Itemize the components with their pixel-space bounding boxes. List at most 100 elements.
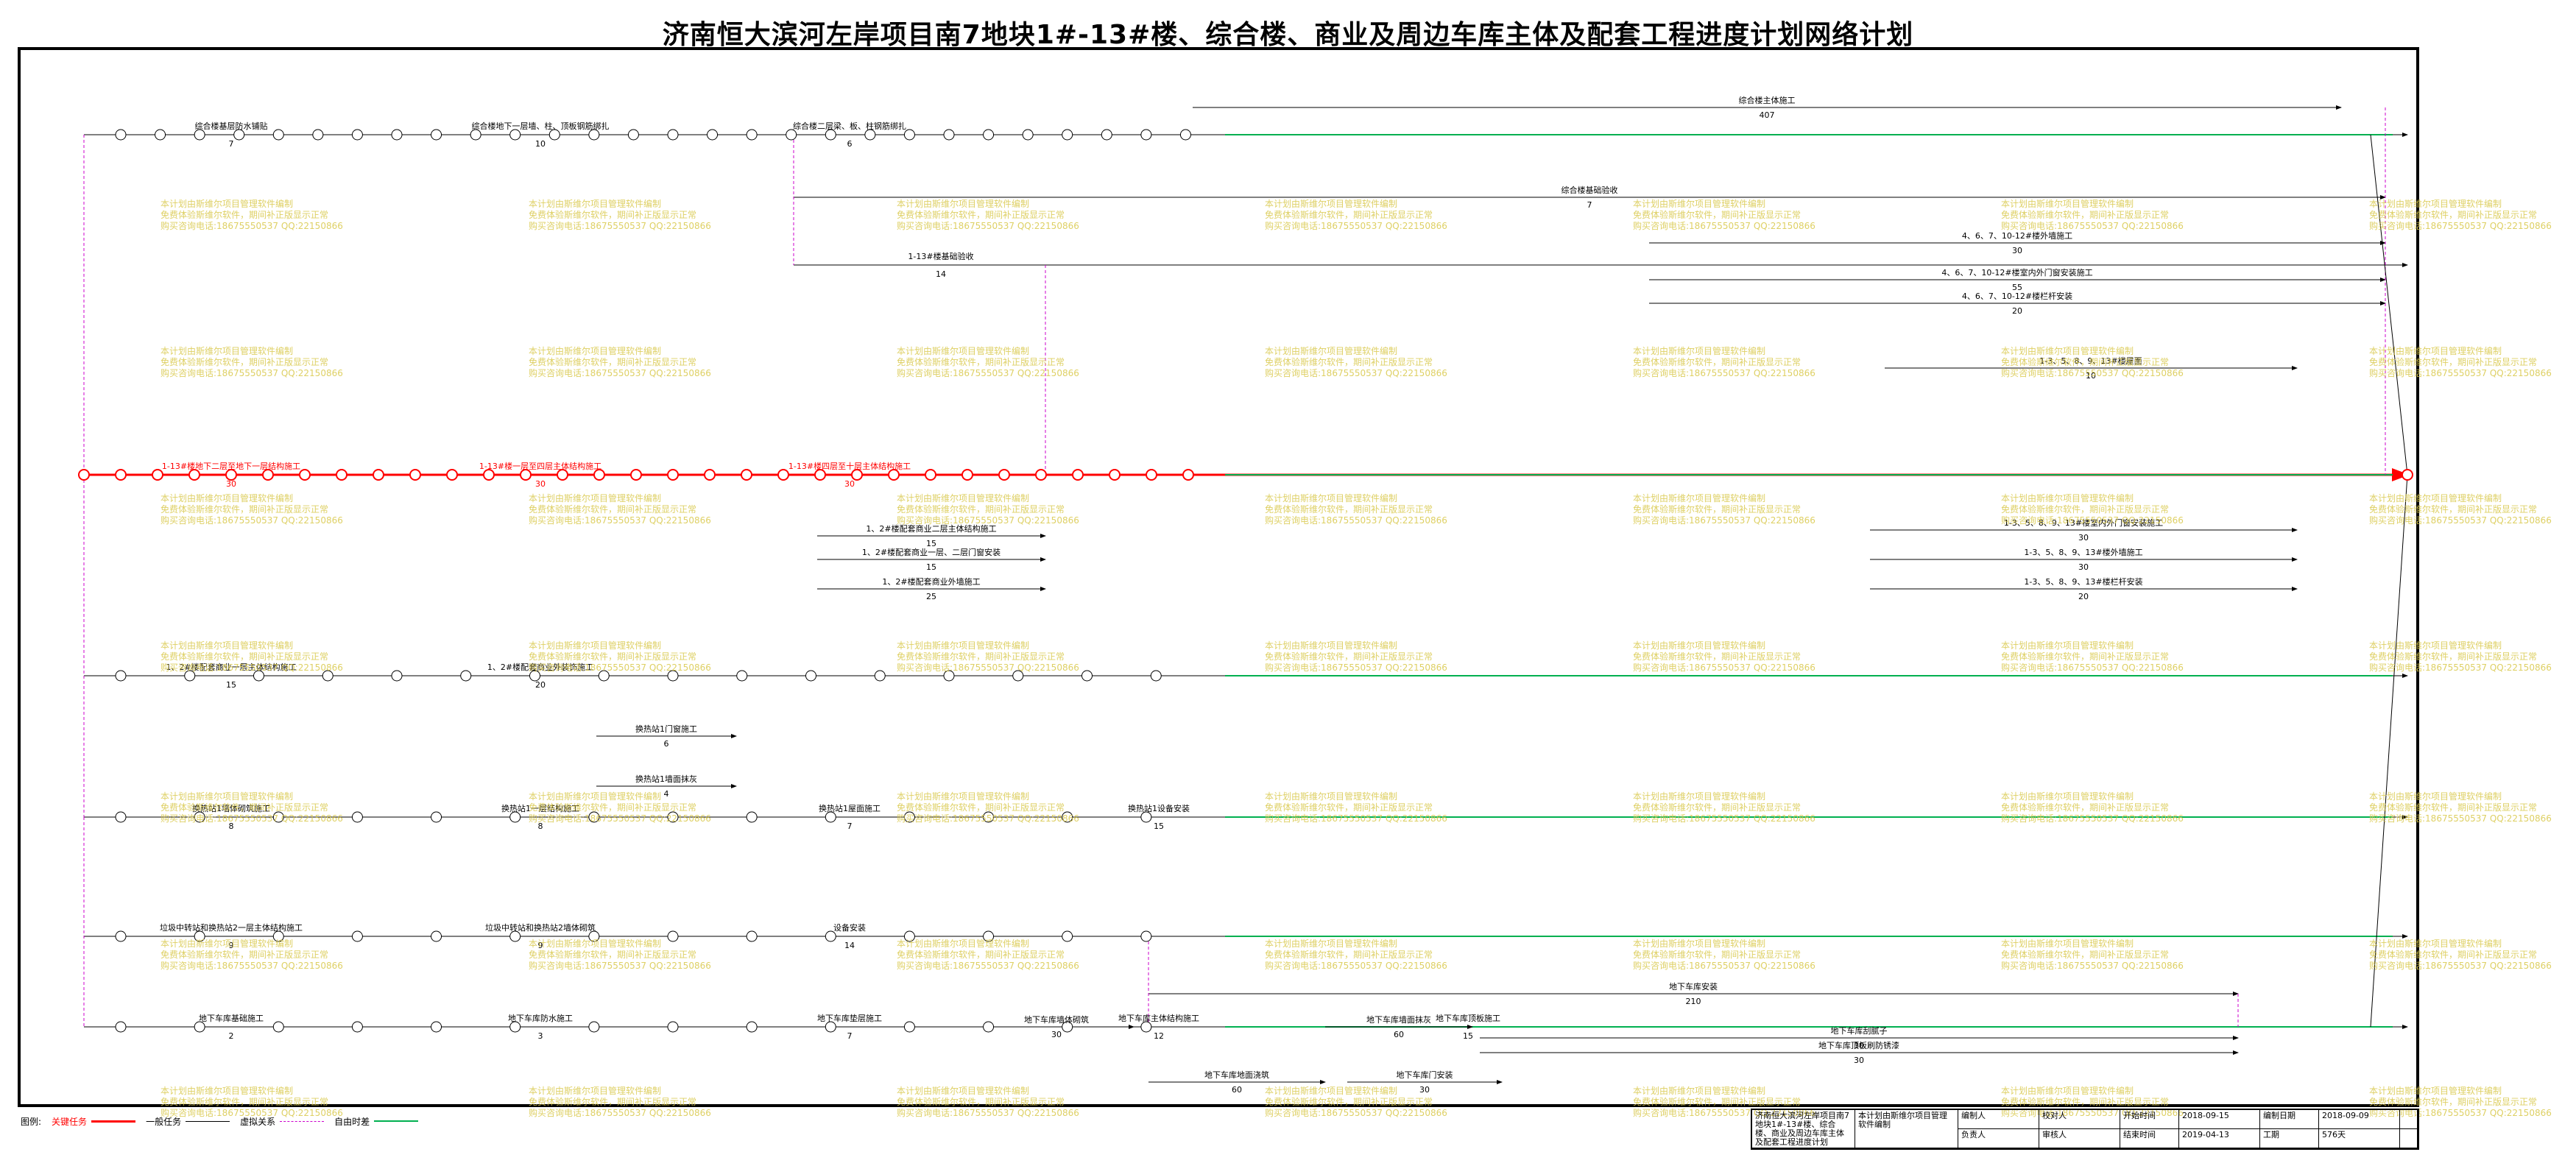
event-node	[667, 811, 679, 823]
event-node	[864, 129, 876, 141]
tb-end-value: 2019-04-13	[2179, 1129, 2260, 1148]
watermark-line: 购买咨询电话:18675550537 QQ:22150866	[1633, 1108, 1815, 1118]
event-node	[961, 469, 973, 481]
activity-duration: 9	[229, 941, 234, 950]
activity-duration: 15	[926, 539, 936, 548]
watermark-line: 购买咨询电话:18675550537 QQ:22150866	[160, 961, 343, 971]
watermark-text: 本计划由斯维尔项目管理软件编制免费体验斯维尔软件，期间补正版显示正常购买咨询电话…	[2369, 493, 2552, 526]
event-node	[272, 129, 284, 141]
virtual-line-icon	[280, 1120, 325, 1122]
event-node	[983, 930, 995, 942]
tb-manager-label: 负责人	[1958, 1129, 2039, 1148]
activity-duration: 15	[1463, 1031, 1473, 1041]
watermark-line: 本计划由斯维尔项目管理软件编制	[1265, 1086, 1398, 1096]
event-node	[943, 129, 955, 141]
event-node	[1062, 930, 1073, 942]
watermark-line: 本计划由斯维尔项目管理软件编制	[1633, 791, 1766, 802]
event-node	[814, 469, 826, 481]
tb-end-label: 结束时间	[2120, 1129, 2179, 1148]
watermark-text: 本计划由斯维尔项目管理软件编制免费体验斯维尔软件，期间补正版显示正常购买咨询电话…	[2001, 199, 2184, 232]
activity-name: 4、6、7、10-12#楼栏杆安装	[1962, 291, 2072, 301]
activity-name: 1-3、5、8、9、13#楼室内外门窗安装施工	[2004, 517, 2163, 528]
event-node	[903, 1021, 915, 1033]
watermark-line: 本计划由斯维尔项目管理软件编制	[529, 1086, 662, 1096]
watermark-line: 免费体验斯维尔软件，期间补正版显示正常	[160, 210, 329, 220]
event-node	[115, 670, 127, 682]
event-node	[851, 469, 863, 481]
activity-duration: 14	[844, 941, 855, 950]
activity-name: 地下车库地面浇筑	[1204, 1070, 1269, 1080]
event-node	[272, 1021, 284, 1033]
watermark-line: 免费体验斯维尔软件，期间补正版显示正常	[529, 504, 697, 515]
watermark-line: 免费体验斯维尔软件，期间补正版显示正常	[897, 1097, 1065, 1107]
watermark-line: 购买咨询电话:18675550537 QQ:22150866	[529, 515, 711, 526]
watermark-text: 本计划由斯维尔项目管理软件编制免费体验斯维尔软件，期间补正版显示正常购买咨询电话…	[2369, 791, 2552, 824]
watermark-line: 本计划由斯维尔项目管理软件编制	[529, 493, 662, 503]
event-node	[746, 1021, 758, 1033]
event-node	[825, 129, 836, 141]
event-node	[746, 811, 758, 823]
event-node	[233, 129, 245, 141]
activity-duration: 6	[847, 139, 853, 149]
event-node	[391, 670, 403, 682]
watermark-line: 购买咨询电话:18675550537 QQ:22150866	[1633, 221, 1815, 231]
event-node	[373, 469, 384, 481]
title-block: 济南恒大滨河左岸项目南7地块1#-13#楼、综合楼、商业及周边车库主体及配套工程…	[1751, 1109, 2419, 1150]
event-node	[115, 1021, 127, 1033]
watermark-text: 本计划由斯维尔项目管理软件编制免费体验斯维尔软件，期间补正版显示正常购买咨询电话…	[1265, 640, 1447, 674]
event-node	[746, 129, 758, 141]
activity-name: 综合楼基础验收	[1562, 185, 1618, 195]
event-node	[1140, 129, 1152, 141]
watermark-line: 购买咨询电话:18675550537 QQ:22150866	[897, 961, 1079, 971]
watermark-line: 购买咨询电话:18675550537 QQ:22150866	[897, 221, 1079, 231]
event-node	[470, 129, 481, 141]
normal-line-icon	[186, 1120, 230, 1122]
watermark-line: 免费体验斯维尔软件，期间补正版显示正常	[1265, 504, 1433, 515]
watermark-line: 免费体验斯维尔软件，期间补正版显示正常	[1265, 357, 1433, 367]
event-node	[431, 129, 442, 141]
event-node	[998, 469, 1010, 481]
watermark-line: 购买咨询电话:18675550537 QQ:22150866	[160, 515, 343, 526]
event-node	[1072, 469, 1084, 481]
activity-name: 1-3、5、8、9、13#楼外墙施工	[2024, 547, 2142, 557]
tb-project: 济南恒大滨河左岸项目南7地块1#-13#楼、综合楼、商业及周边车库主体及配套工程…	[1752, 1110, 1855, 1148]
activity-name: 地下车库垫层施工	[817, 1013, 882, 1023]
watermark-text: 本计划由斯维尔项目管理软件编制免费体验斯维尔软件，期间补正版显示正常购买咨询电话…	[160, 493, 343, 526]
tb-approve-label: 审核人	[2039, 1129, 2120, 1148]
watermark-text: 本计划由斯维尔项目管理软件编制免费体验斯维尔软件，期间补正版显示正常购买咨询电话…	[1265, 939, 1447, 972]
watermark-text: 本计划由斯维尔项目管理软件编制免费体验斯维尔软件，期间补正版显示正常购买咨询电话…	[2001, 493, 2184, 526]
watermark-line: 免费体验斯维尔软件，期间补正版显示正常	[2369, 950, 2538, 960]
tb-empty-2	[2400, 1129, 2418, 1148]
watermark-line: 本计划由斯维尔项目管理软件编制	[160, 199, 294, 209]
activity-duration: 20	[2078, 592, 2089, 601]
event-node	[152, 469, 163, 481]
watermark-line: 免费体验斯维尔软件，期间补正版显示正常	[1633, 950, 1802, 960]
event-node	[194, 930, 205, 942]
activity-duration: 30	[226, 479, 236, 489]
activity-name: 地下车库刮腻子	[1831, 1025, 1888, 1036]
activity-arrow	[2370, 134, 2410, 476]
watermark-line: 购买咨询电话:18675550537 QQ:22150866	[529, 813, 711, 824]
tb-check-label: 校对人	[2039, 1110, 2120, 1129]
watermark-line: 免费体验斯维尔软件，期间补正版显示正常	[160, 802, 329, 813]
activity-duration: 30	[1419, 1085, 1430, 1095]
watermark-line: 购买咨询电话:18675550537 QQ:22150866	[2001, 368, 2184, 378]
watermark-line: 本计划由斯维尔项目管理软件编制	[1265, 199, 1398, 209]
legend-float-label: 自由时差	[334, 1116, 370, 1127]
watermark-text: 本计划由斯维尔项目管理软件编制免费体验斯维尔软件，期间补正版显示正常购买咨询电话…	[1633, 640, 1815, 674]
watermark-text: 本计划由斯维尔项目管理软件编制免费体验斯维尔软件，期间补正版显示正常购买咨询电话…	[2001, 939, 2184, 972]
watermark-line: 购买咨询电话:18675550537 QQ:22150866	[160, 1108, 343, 1118]
event-node	[1109, 469, 1121, 481]
watermark-text: 本计划由斯维尔项目管理软件编制免费体验斯维尔软件，期间补正版显示正常购买咨询电话…	[529, 1086, 711, 1119]
watermark-line: 购买咨询电话:18675550537 QQ:22150866	[2001, 221, 2184, 231]
event-node	[825, 811, 836, 823]
event-node	[272, 930, 284, 942]
event-node	[736, 670, 748, 682]
watermark-text: 本计划由斯维尔项目管理软件编制免费体验斯维尔软件，期间补正版显示正常购买咨询电话…	[160, 791, 343, 824]
watermark-line: 本计划由斯维尔项目管理软件编制	[1265, 346, 1398, 356]
watermark-text: 本计划由斯维尔项目管理软件编制免费体验斯维尔软件，期间补正版显示正常购买咨询电话…	[897, 640, 1079, 674]
watermark-line: 本计划由斯维尔项目管理软件编制	[2369, 640, 2502, 651]
watermark-text: 本计划由斯维尔项目管理软件编制免费体验斯维尔软件，期间补正版显示正常购买咨询电话…	[529, 493, 711, 526]
event-node	[446, 469, 458, 481]
